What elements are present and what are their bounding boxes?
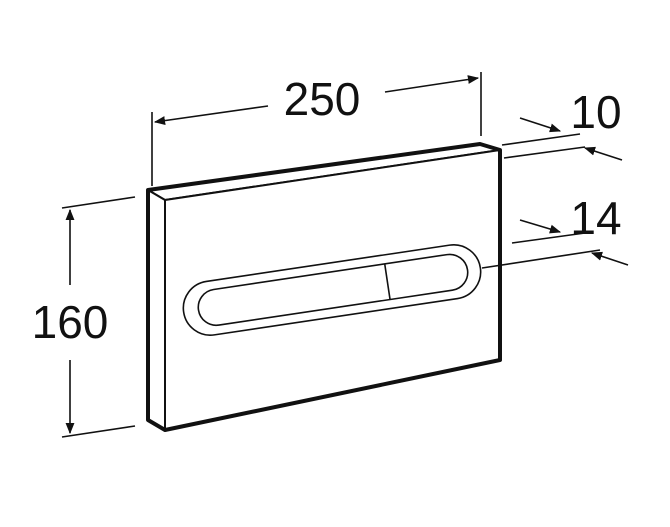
button-face bbox=[197, 253, 469, 327]
dimension-lines bbox=[61, 72, 629, 438]
plate bbox=[146, 142, 502, 432]
height-label: 160 bbox=[32, 296, 109, 348]
depth-label: 10 bbox=[570, 86, 621, 138]
plate-side-face bbox=[147, 189, 166, 431]
width-label: 250 bbox=[284, 73, 361, 125]
flush-button bbox=[182, 244, 482, 336]
button-depth-label: 14 bbox=[570, 192, 621, 244]
plate-outline bbox=[146, 142, 502, 432]
button-divider bbox=[383, 263, 391, 300]
button-surround bbox=[182, 244, 482, 336]
